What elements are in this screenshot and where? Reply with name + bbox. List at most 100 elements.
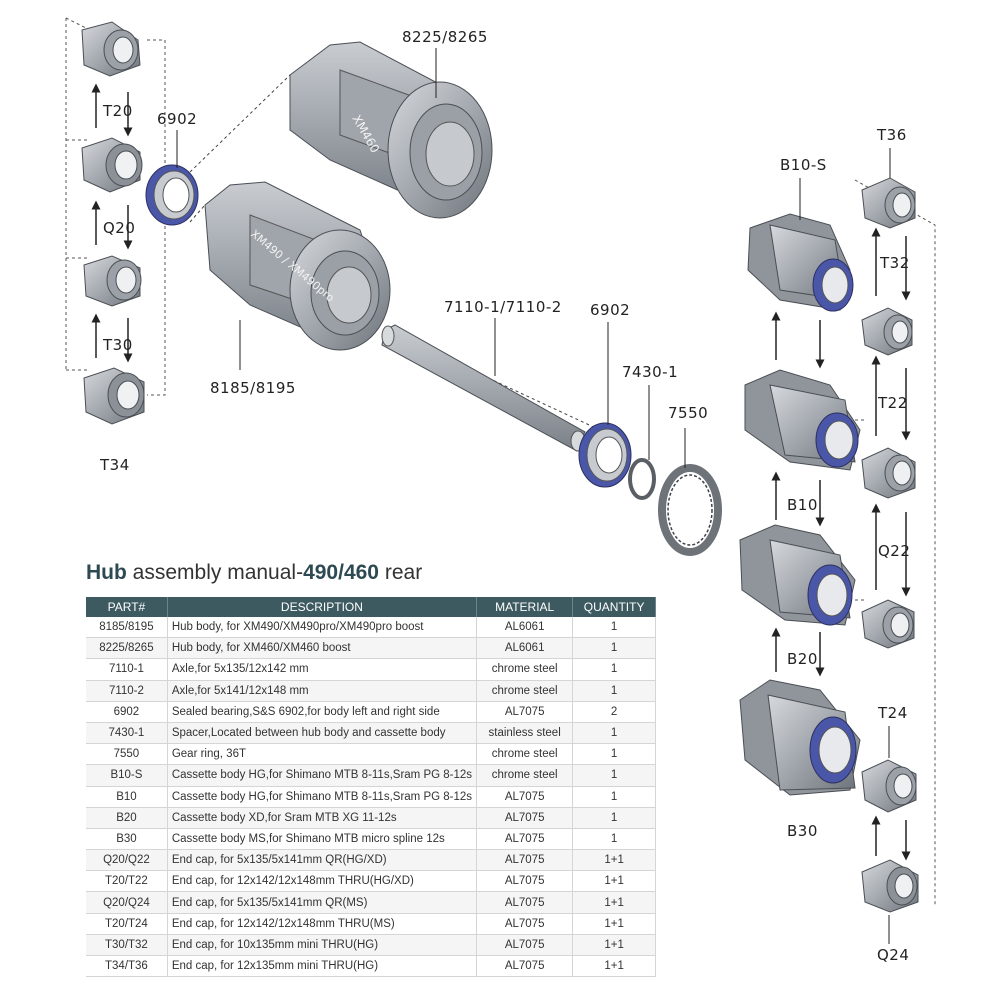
label-bearing-left: 6902 xyxy=(157,110,197,128)
endcap-t20 xyxy=(81,21,141,77)
label-b20: B20 xyxy=(787,650,818,668)
endcap-q20 xyxy=(81,137,143,193)
cell-quantity: 1 xyxy=(572,722,656,745)
cell-description: End cap, for 10x135mm mini THRU(HG) xyxy=(167,934,478,957)
cell-description: End cap, for 5x135/5x141mm QR(HG/XD) xyxy=(167,849,478,872)
cell-quantity: 1 xyxy=(572,658,656,681)
endcap-t32 xyxy=(861,307,913,356)
cell-quantity: 1 xyxy=(572,764,656,787)
label-b10s: B10-S xyxy=(780,156,827,174)
cell-quantity: 1 xyxy=(572,617,656,639)
left-endcap-group xyxy=(65,17,166,396)
cell-part: T30/T32 xyxy=(86,934,168,957)
cell-material: AL6061 xyxy=(476,637,574,660)
cell-part: 6902 xyxy=(86,701,168,723)
cell-quantity: 1+1 xyxy=(572,891,656,914)
cell-description: Cassette body XD,for Sram MTB XG 11-12s xyxy=(167,807,478,829)
cell-quantity: 1 xyxy=(572,680,656,702)
cell-material: AL7075 xyxy=(476,870,574,893)
cell-material: chrome steel xyxy=(476,764,574,787)
table-header-row: PART# DESCRIPTION MATERIAL QUANTITY xyxy=(86,597,656,617)
cassette-b20 xyxy=(739,524,856,626)
label-hub-490: 8185/8195 xyxy=(210,379,296,397)
cell-description: Hub body, for XM460/XM460 boost xyxy=(167,637,478,660)
cell-material: AL7075 xyxy=(476,807,574,829)
left-arrows xyxy=(91,83,133,363)
cell-description: End cap, for 12x135mm mini THRU(HG) xyxy=(167,955,478,978)
cell-description: Cassette body HG,for Shimano MTB 8-11s,S… xyxy=(167,786,478,808)
hub-guides xyxy=(189,74,601,431)
header-description: DESCRIPTION xyxy=(167,597,478,617)
label-t30: T30 xyxy=(102,336,133,354)
cassette-arrows xyxy=(771,311,825,677)
cell-quantity: 1+1 xyxy=(572,849,656,872)
header-material: MATERIAL xyxy=(476,597,574,617)
label-q22: Q22 xyxy=(878,542,910,560)
label-b30: B30 xyxy=(787,822,818,840)
cell-quantity: 1+1 xyxy=(572,870,656,893)
cell-material: chrome steel xyxy=(476,658,574,681)
axle xyxy=(381,324,586,452)
bearing-right xyxy=(578,422,632,488)
cell-material: AL7075 xyxy=(476,786,574,808)
cell-material: AL7075 xyxy=(476,849,574,872)
label-t36: T36 xyxy=(876,126,907,144)
label-t22: T22 xyxy=(877,394,908,412)
cell-part: Q20/Q24 xyxy=(86,891,168,914)
cell-part: T20/T24 xyxy=(86,913,168,935)
cell-quantity: 1+1 xyxy=(572,913,656,935)
cell-part: 7430-1 xyxy=(86,722,168,745)
header-part: PART# xyxy=(86,597,168,617)
endcap-t22 xyxy=(861,447,916,499)
label-q24: Q24 xyxy=(877,946,909,964)
cell-description: Cassette body MS,for Shimano MTB micro s… xyxy=(167,828,478,851)
cell-material: AL7075 xyxy=(476,913,574,935)
label-t32: T32 xyxy=(879,254,910,272)
cell-material: stainless steel xyxy=(476,722,574,745)
cell-material: chrome steel xyxy=(476,680,574,702)
endcap-q24 xyxy=(861,859,919,913)
spacer xyxy=(628,458,656,500)
cell-part: 8225/8265 xyxy=(86,637,168,660)
cell-quantity: 1 xyxy=(572,828,656,851)
header-quantity: QUANTITY xyxy=(572,597,656,617)
label-t20: T20 xyxy=(102,102,133,120)
bearing-left xyxy=(145,164,199,226)
endcap-t24 xyxy=(861,759,917,813)
title-hub: Hub xyxy=(86,561,127,584)
cassette-b10s xyxy=(747,213,854,312)
cell-quantity: 1 xyxy=(572,807,656,829)
label-spacer: 7430-1 xyxy=(622,363,678,381)
label-t24: T24 xyxy=(877,704,908,722)
label-hub-460: 8225/8265 xyxy=(402,28,488,46)
title-models: 490/460 xyxy=(303,561,379,584)
cell-material: AL7075 xyxy=(476,955,574,978)
endcap-q22 xyxy=(861,599,915,649)
cell-quantity: 1+1 xyxy=(572,934,656,957)
endcap-t34 xyxy=(83,367,145,425)
cell-description: End cap, for 12x142/12x148mm THRU(MS) xyxy=(167,913,478,935)
cell-part: B20 xyxy=(86,807,168,829)
hub-body-490: XM490 / XM490pro xyxy=(204,181,391,351)
manual-title: Hub assembly manual-490/460 rear xyxy=(86,561,422,585)
cell-description: Axle,for 5x141/12x148 mm xyxy=(167,680,478,702)
cell-part: B10-S xyxy=(86,764,168,787)
label-q20: Q20 xyxy=(103,219,135,237)
cell-material: chrome steel xyxy=(476,743,574,766)
cell-quantity: 1+1 xyxy=(572,955,656,978)
cell-description: End cap, for 12x142/12x148mm THRU(HG/XD) xyxy=(167,870,478,893)
cell-quantity: 2 xyxy=(572,701,656,723)
